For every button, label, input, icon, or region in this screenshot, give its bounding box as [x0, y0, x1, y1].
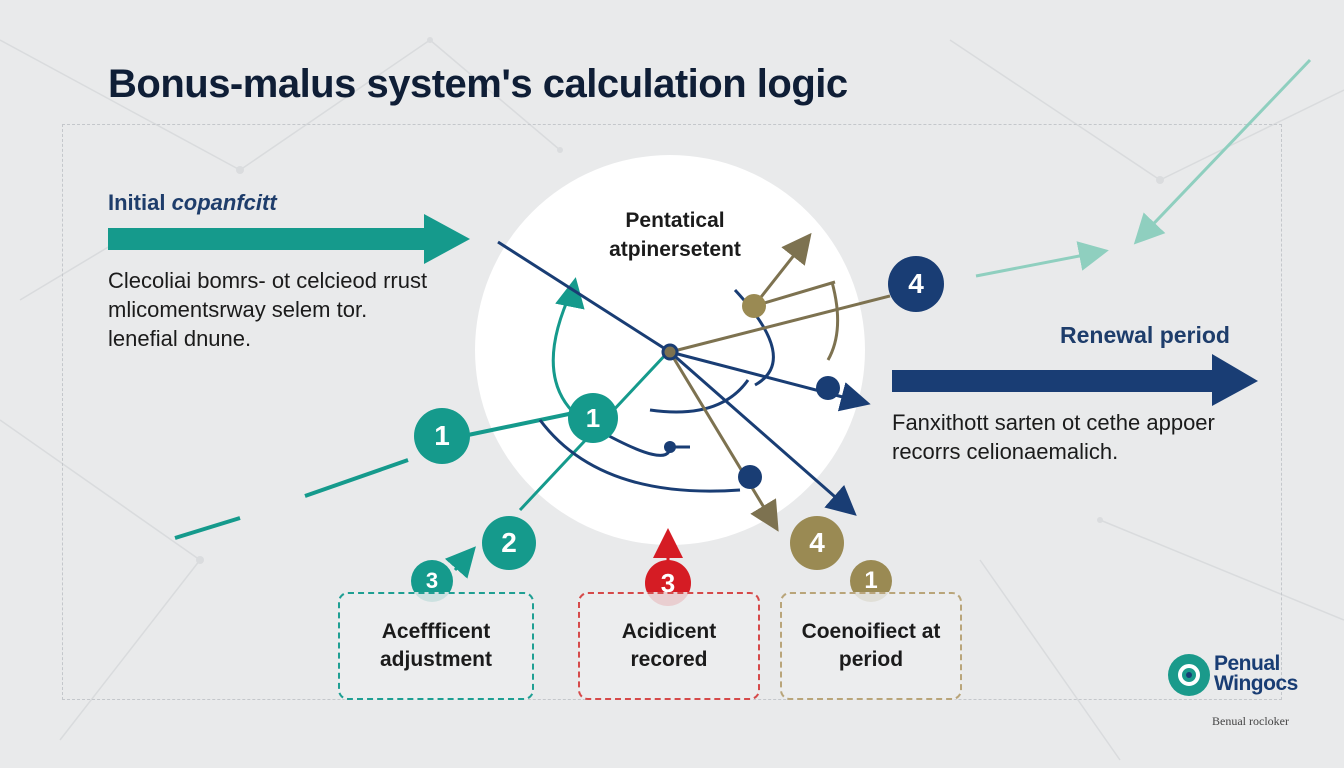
right-description: Fanxithott sarten ot cethe appoer recorr…: [892, 410, 1215, 464]
badge-4-olive: 4: [790, 516, 844, 570]
navy-node-small: [664, 441, 676, 453]
box-coefficient-at-period: Coenoifiect at period: [780, 592, 962, 700]
logo-mark-icon: [1168, 654, 1210, 696]
box-coefficient-adjustment: Aceffficent adjustment: [338, 592, 534, 700]
badge-1-left: 1: [414, 408, 470, 464]
badge-1-center: 1: [568, 393, 618, 443]
heading-plain: Initial: [108, 190, 172, 215]
logo-tagline: Benual rocloker: [1212, 714, 1289, 728]
renewal-period-heading: Renewal period: [1060, 322, 1230, 348]
left-description: Clecoliai bomrs- ot celcieod rrust mlico…: [108, 268, 428, 351]
logo-name-line1: Penual: [1214, 652, 1280, 675]
brand-logo: Penual Wingocs Benual rocloker: [1168, 652, 1318, 742]
box-accident-recorded: Acidicent recored: [578, 592, 760, 700]
logo-name-line2: Wingocs: [1214, 672, 1298, 695]
heading-italic: copanfcitt: [171, 190, 277, 215]
logo-name: Penual Wingocs: [1214, 652, 1298, 695]
badge-2: 2: [482, 516, 536, 570]
center-label: Pentatical atpinersetent: [609, 209, 741, 261]
initial-coefficient-heading: Initial copanfcitt: [108, 190, 277, 216]
badge-4-navy: 4: [888, 256, 944, 312]
page-title: Bonus-malus system's calculation logic: [108, 62, 848, 106]
center-node: [661, 343, 679, 361]
renewal-arrow: [892, 354, 1258, 406]
olive-node: [742, 294, 766, 318]
navy-node-bottom: [738, 465, 762, 489]
navy-node-right: [816, 376, 840, 400]
initial-arrow: [108, 214, 470, 264]
